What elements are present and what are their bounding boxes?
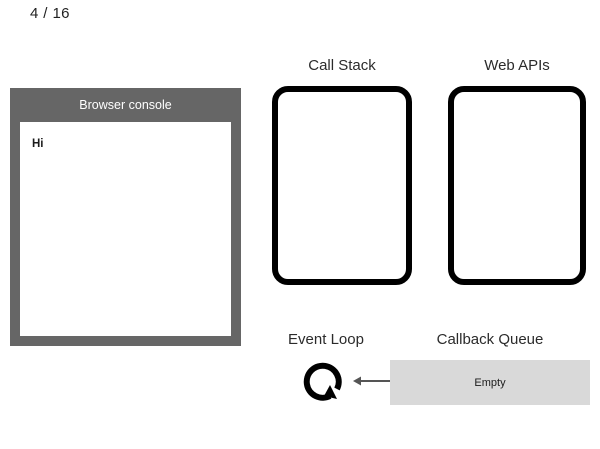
browser-console-title: Browser console bbox=[79, 98, 172, 112]
slide-counter: 4 / 16 bbox=[30, 5, 70, 22]
call-stack-caption: Call Stack bbox=[308, 57, 376, 74]
browser-console-output: Hi bbox=[20, 122, 231, 336]
browser-console-panel: Browser console Hi bbox=[10, 88, 241, 346]
circular-arrow-icon bbox=[299, 359, 347, 405]
web-apis-caption: Web APIs bbox=[484, 57, 550, 74]
web-apis-box bbox=[448, 86, 586, 285]
call-stack-box bbox=[272, 86, 412, 285]
event-loop-caption: Event Loop bbox=[288, 331, 364, 348]
callback-queue-box: Empty bbox=[390, 360, 590, 405]
callback-queue-status: Empty bbox=[474, 376, 506, 389]
callback-queue-caption: Callback Queue bbox=[436, 331, 544, 348]
console-log-line: Hi bbox=[32, 138, 44, 150]
arrow-left-icon bbox=[352, 372, 392, 390]
